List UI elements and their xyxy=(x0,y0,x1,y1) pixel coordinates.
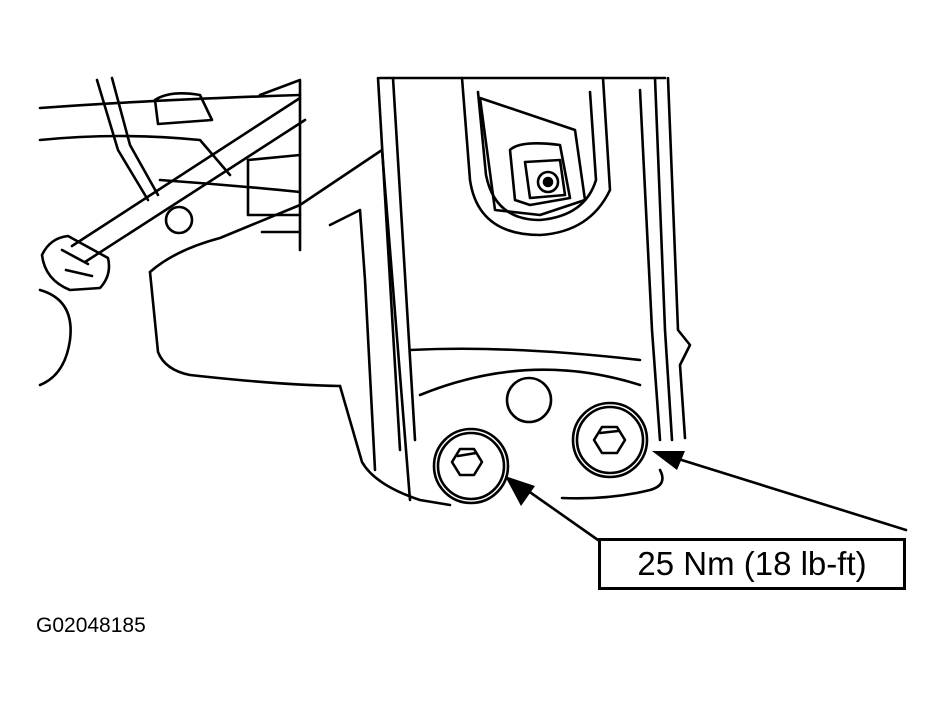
leader-lines xyxy=(522,455,908,542)
figure-id: G02048185 xyxy=(36,614,146,637)
mounting-bracket xyxy=(148,148,452,507)
vertical-pillar xyxy=(376,76,692,452)
center-locating-hole xyxy=(505,376,553,424)
torque-label: 25 Nm (18 lb-ft) xyxy=(637,545,867,582)
upper-bracket xyxy=(38,78,302,252)
channel-slot xyxy=(460,76,612,237)
bolt-right xyxy=(571,401,649,479)
channel-fastener-core xyxy=(542,176,554,188)
bolt-left xyxy=(432,427,510,505)
arrowhead-right-bolt xyxy=(652,451,685,470)
channel-fastener-hole xyxy=(536,170,560,194)
wire-connector xyxy=(40,234,111,292)
left-housing-curve xyxy=(38,288,72,387)
lower-plate xyxy=(560,468,664,500)
wire-harness xyxy=(70,76,307,264)
arrowhead-left-bolt xyxy=(505,476,535,506)
bracket-hole xyxy=(164,205,194,235)
torque-callout: 25 Nm (18 lb-ft) xyxy=(598,538,906,590)
